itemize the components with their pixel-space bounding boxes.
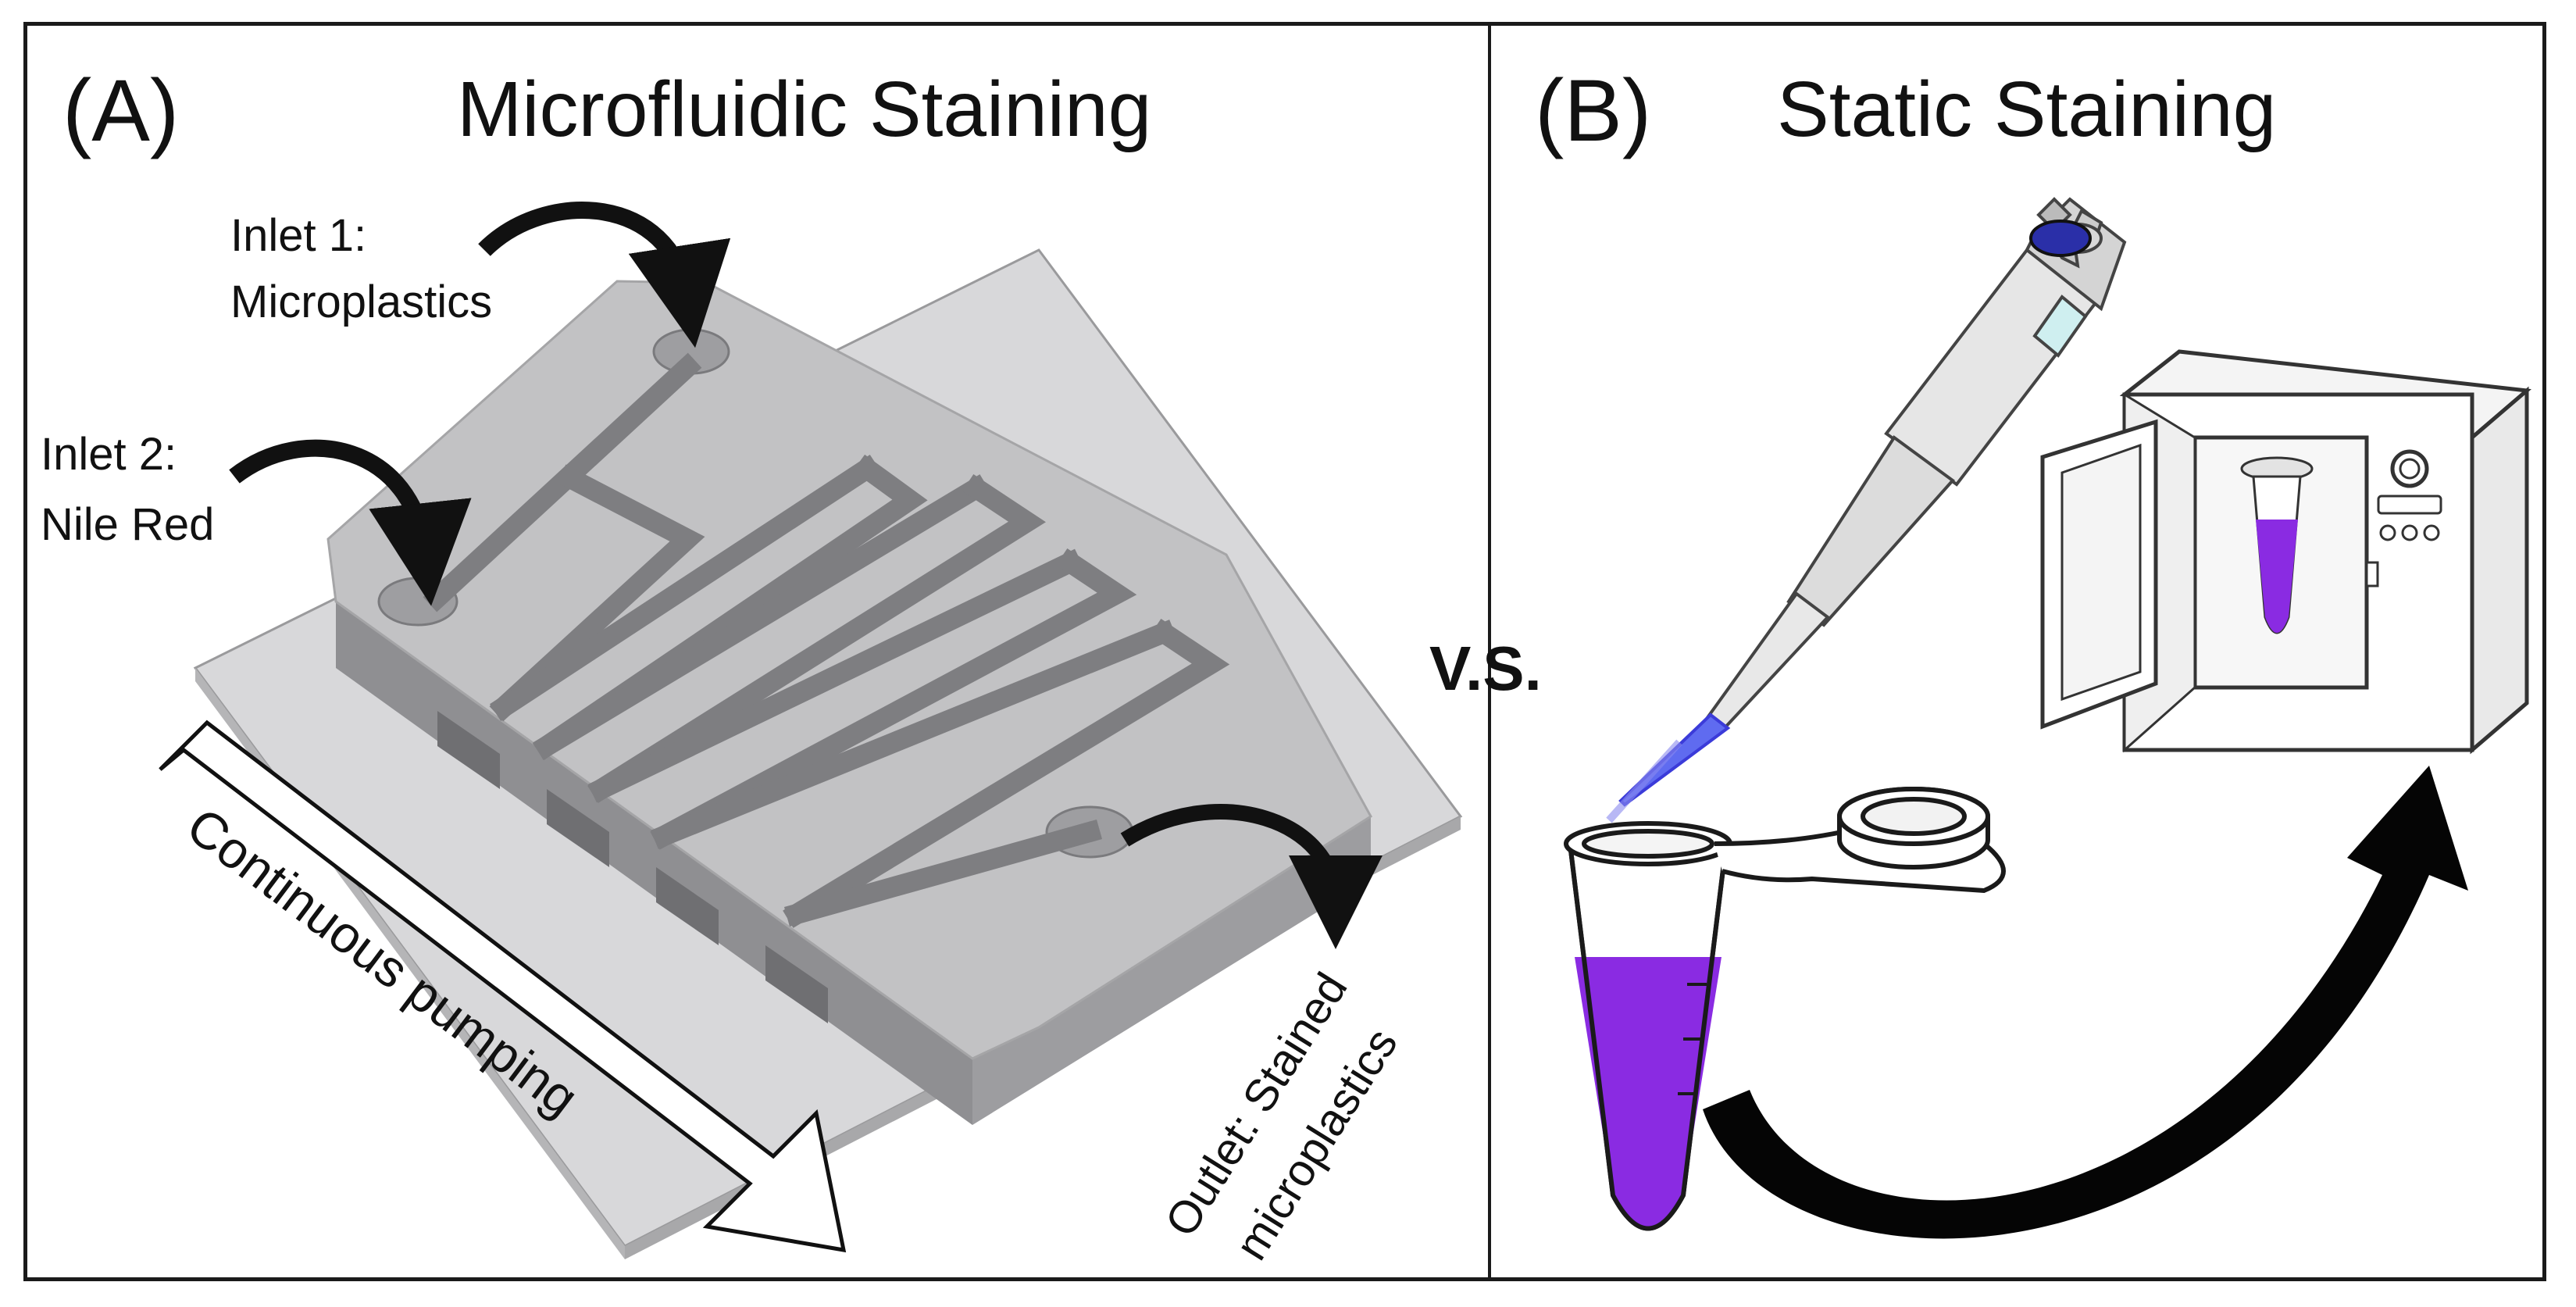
serpentine-channel [423,352,1230,928]
inlet-2-label-line1: Inlet 2: [41,429,177,480]
stain-liquid [1575,957,1721,1229]
eppendorf-tube [1564,787,2006,1231]
inlet-1-label-line1: Inlet 1: [230,210,367,261]
outlet-arrow [1120,804,1383,949]
pumping-arrow [159,720,847,1253]
chip-side-right [972,816,1371,1125]
panel-a-title: Microfluidic Staining [457,66,1152,153]
panel-divider [1488,22,1491,1281]
plunger-button [2029,220,2092,257]
inlet-1-arrow [478,202,731,348]
vs-label: V.S. [1429,634,1542,703]
inlet-2-arrow [229,439,472,606]
pipette [1606,197,2127,823]
inlet-1-label-line2: Microplastics [230,277,493,327]
inlet-2-label-line2: Nile Red [41,499,215,550]
incubator [2040,349,2531,755]
panel-b-letter: (B) [1535,62,1652,159]
panel-b-title: Static Staining [1777,66,2277,153]
panel-a-letter: (A) [62,62,180,159]
transfer-arrow [1703,766,2468,1239]
